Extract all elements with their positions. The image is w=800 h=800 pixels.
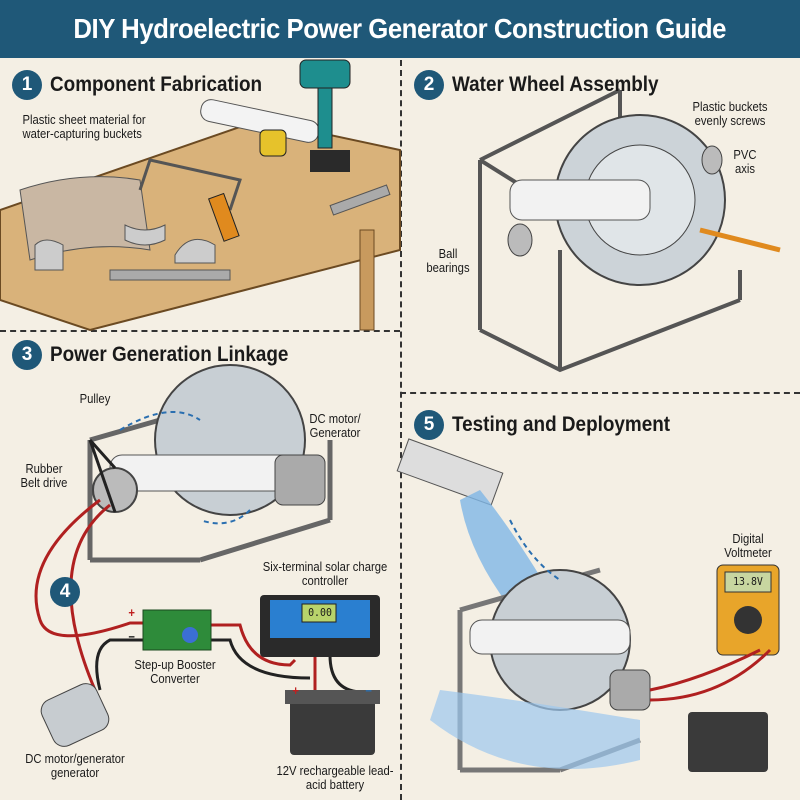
dc-motor-illustration: [40, 683, 110, 747]
water-wheel-illustration: [507, 114, 781, 286]
charge-controller-illustration: [260, 595, 380, 657]
plus-sign: +: [128, 606, 135, 620]
voltmeter-display: 13.8V: [733, 575, 763, 588]
step-badge: 1: [12, 70, 42, 100]
generator-linkage-illustration: [87, 364, 333, 563]
controller-display: 0.00: [308, 606, 332, 619]
label-pulley: Pulley: [79, 392, 111, 406]
step-badge: 4: [50, 577, 80, 607]
divider-right: [400, 392, 800, 394]
divider-left: [0, 330, 400, 332]
label-plastic-sheet: Plastic sheet material for water-capturi…: [22, 113, 146, 141]
step-badge: 3: [12, 340, 42, 370]
label-booster: Step-up Booster Converter: [134, 658, 216, 686]
label-plastic-buckets: Plastic buckets evenly screws: [692, 100, 768, 128]
workbench-illustration: [0, 59, 401, 332]
step-badge: 5: [414, 410, 444, 440]
header: DIY Hydroelectric Power Generator Constr…: [0, 0, 800, 58]
page-title: DIY Hydroelectric Power Generator Constr…: [73, 13, 727, 44]
battery-illustration: [285, 690, 380, 755]
label-dc-motor: DC motor/ Generator: [309, 412, 361, 440]
section-title: Testing and Deployment: [452, 413, 671, 436]
section-5-heading: 5 Testing and Deployment: [414, 410, 694, 440]
battery-minus: −: [365, 684, 372, 698]
label-ball-bearings: Ball bearings: [426, 247, 470, 275]
section-2-heading: 2 Water Wheel Assembly: [414, 70, 682, 100]
divider-vertical: [400, 60, 402, 800]
battery-plus: +: [292, 684, 299, 698]
booster-converter-illustration: [142, 609, 212, 651]
label-battery: 12V rechargeable lead-acid battery: [276, 764, 394, 792]
testing-illustration: [396, 438, 780, 773]
label-dc-generator: DC motor/generator generator: [25, 752, 125, 780]
label-pvc-axis: PVC axis: [733, 148, 757, 176]
step-badge: 2: [414, 70, 444, 100]
section-title: Component Fabrication: [50, 73, 263, 96]
section-title: Water Wheel Assembly: [452, 73, 659, 96]
rotation-arrows: [119, 411, 561, 581]
section-4-heading: 4: [50, 577, 80, 607]
minus-sign: −: [128, 630, 135, 644]
section-title: Power Generation Linkage: [50, 343, 289, 366]
label-rubber-belt: Rubber Belt drive: [20, 462, 68, 490]
label-charge-controller: Six-terminal solar charge controller: [262, 560, 388, 588]
section-1-heading: 1 Component Fabrication: [12, 70, 286, 100]
label-voltmeter: Digital Voltmeter: [724, 532, 772, 560]
section-3-heading: 3 Power Generation Linkage: [12, 340, 315, 370]
